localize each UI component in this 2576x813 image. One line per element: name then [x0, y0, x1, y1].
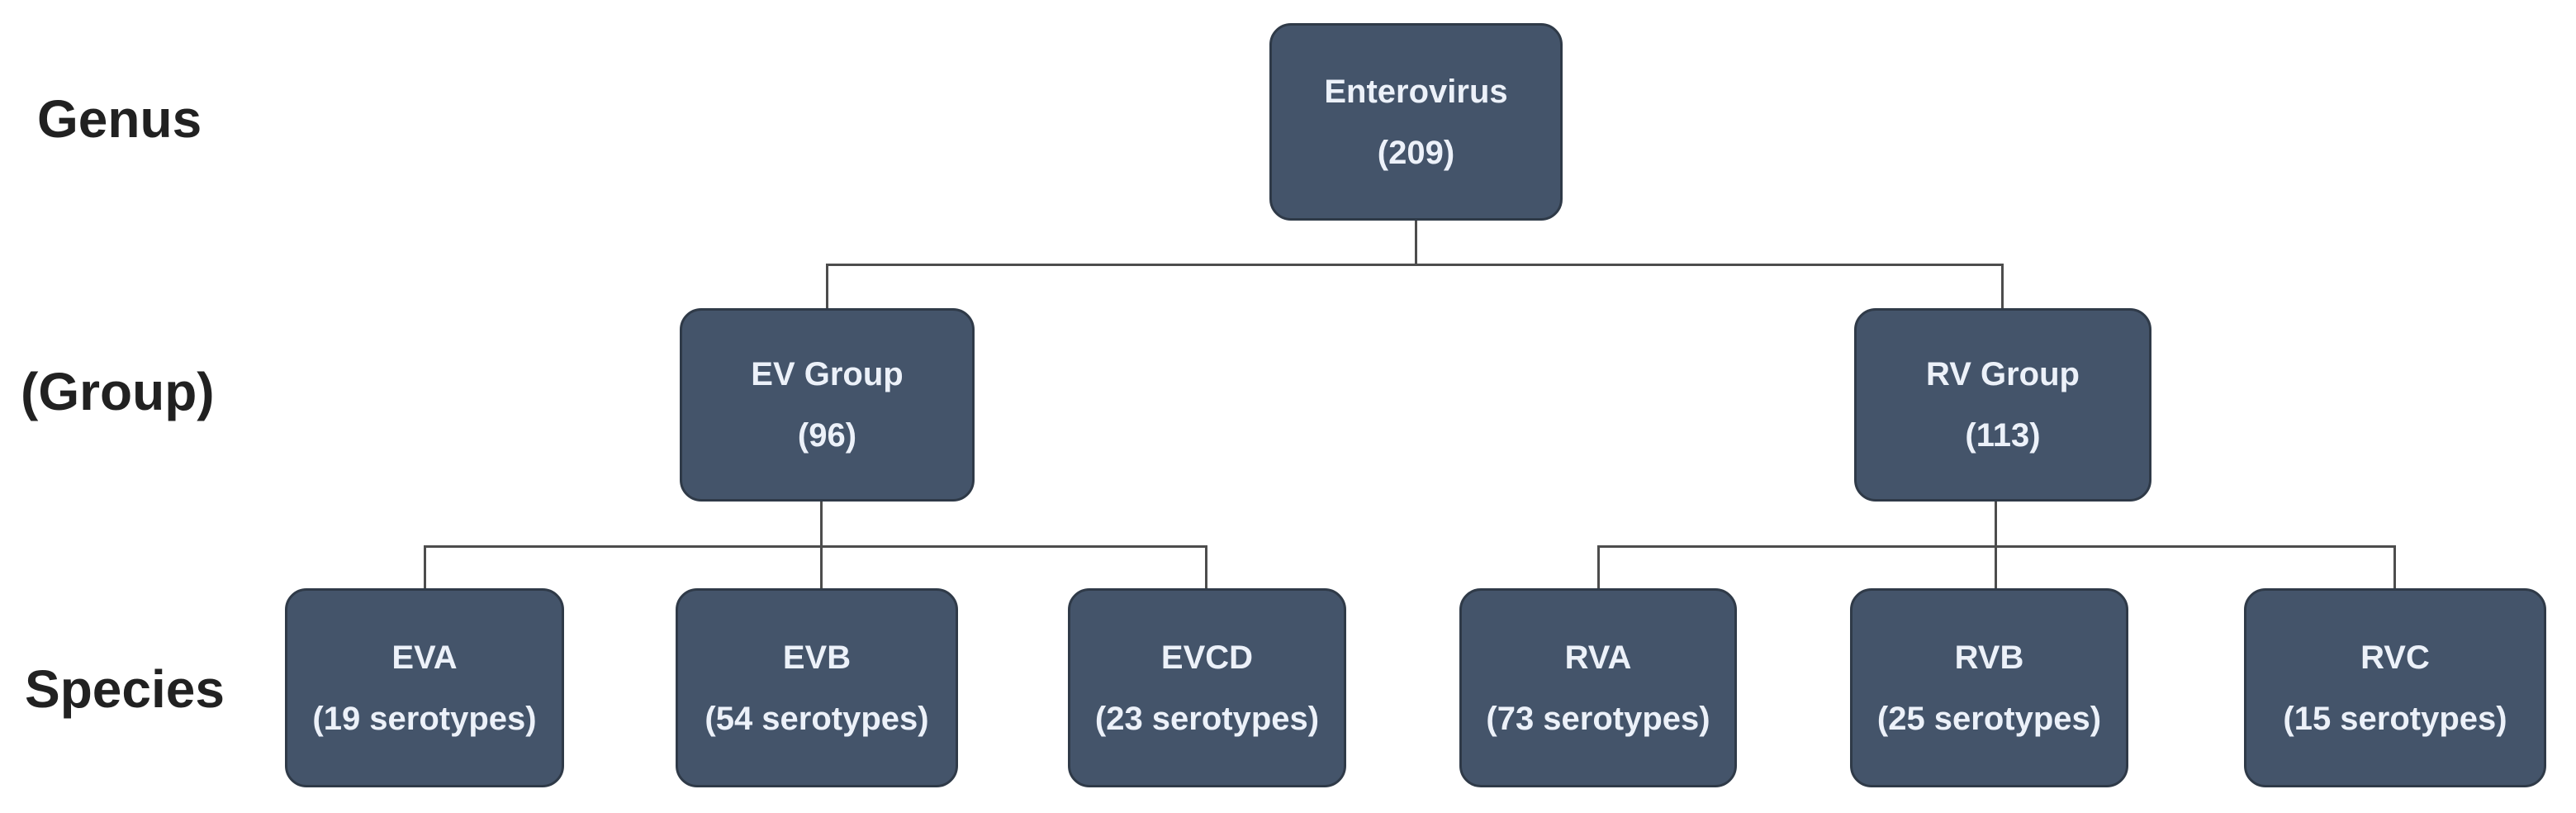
node-evcd: EVCD (23 serotypes)	[1068, 588, 1346, 787]
connector-root-stem	[1415, 221, 1417, 266]
node-ev-group: EV Group (96)	[680, 308, 975, 502]
connector-eva-drop	[424, 545, 426, 588]
node-enterovirus-count: (209)	[1377, 134, 1455, 171]
node-rva: RVA (73 serotypes)	[1459, 588, 1737, 787]
node-rvc-count: (15 serotypes)	[2283, 700, 2507, 737]
connector-evcd-drop	[1205, 545, 1207, 588]
connector-ev-species-horizontal	[424, 545, 1207, 548]
node-evcd-count: (23 serotypes)	[1094, 700, 1320, 737]
node-ev-group-count: (96)	[797, 417, 857, 454]
node-evb-name: EVB	[782, 639, 852, 676]
row-label-species: Species	[25, 659, 225, 719]
node-evb: EVB (54 serotypes)	[676, 588, 958, 787]
connector-ev-stem	[820, 502, 823, 588]
node-enterovirus-name: Enterovirus	[1324, 73, 1508, 110]
connector-rva-drop	[1597, 545, 1600, 588]
node-evcd-name: EVCD	[1160, 639, 1254, 676]
row-label-group: (Group)	[21, 362, 215, 421]
node-rv-group-count: (113)	[1965, 417, 2041, 454]
node-rvb-name: RVB	[1954, 639, 2024, 676]
node-enterovirus: Enterovirus (209)	[1269, 23, 1563, 221]
node-ev-group-name: EV Group	[751, 356, 904, 392]
node-evb-count: (54 serotypes)	[704, 700, 929, 737]
node-rva-name: RVA	[1564, 639, 1632, 676]
node-rv-group: RV Group (113)	[1854, 308, 2151, 502]
node-rvb-count: (25 serotypes)	[1876, 700, 2102, 737]
row-label-genus: Genus	[37, 89, 202, 149]
connector-ev-group-drop	[826, 264, 828, 308]
node-rva-count: (73 serotypes)	[1486, 700, 1710, 737]
connector-groups-horizontal	[826, 264, 2004, 266]
node-eva-count: (19 serotypes)	[312, 700, 537, 737]
node-eva: EVA (19 serotypes)	[285, 588, 564, 787]
node-rv-group-name: RV Group	[1926, 356, 2080, 392]
node-rvc-name: RVC	[2360, 639, 2430, 676]
connector-rv-stem	[1995, 502, 1997, 588]
node-rvb: RVB (25 serotypes)	[1850, 588, 2128, 787]
connector-rv-species-horizontal	[1597, 545, 2396, 548]
node-eva-name: EVA	[391, 639, 458, 676]
connector-rv-group-drop	[2001, 264, 2004, 308]
connector-rvc-drop	[2393, 545, 2396, 588]
node-rvc: RVC (15 serotypes)	[2244, 588, 2546, 787]
